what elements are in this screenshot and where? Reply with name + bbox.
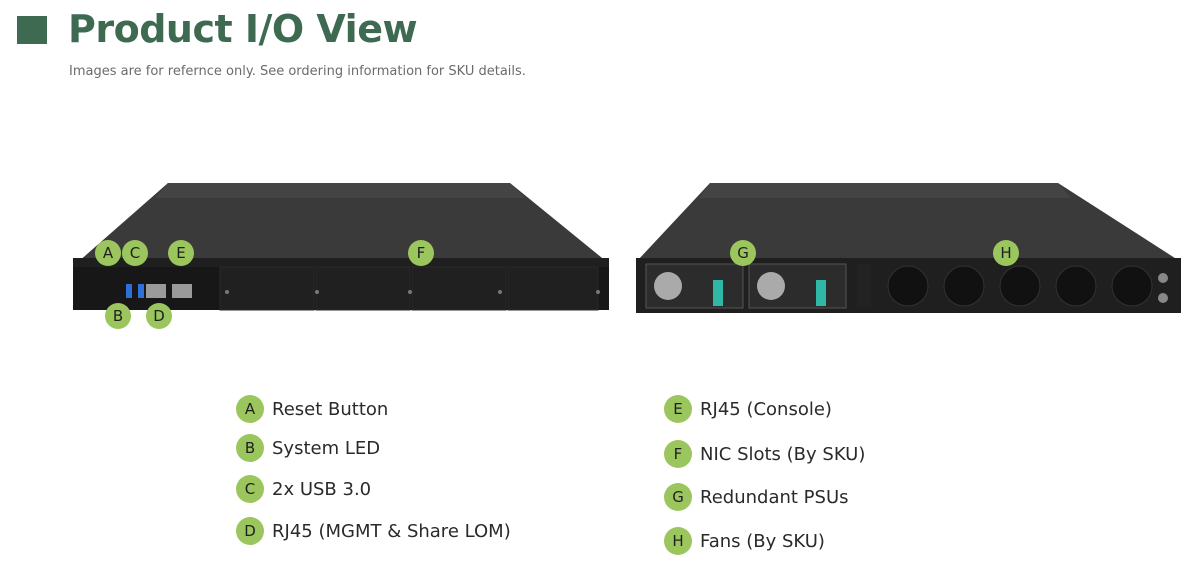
title-marker xyxy=(17,16,47,44)
legend-label: 2x USB 3.0 xyxy=(272,478,372,500)
legend-badge: C xyxy=(236,475,264,503)
legend-badge: E xyxy=(664,395,692,423)
legend-badge: A xyxy=(236,395,264,423)
legend-badge: H xyxy=(664,527,692,555)
legend-label: RJ45 (MGMT & Share LOM) xyxy=(272,520,511,542)
callout-a: A xyxy=(95,240,121,266)
legend-badge: D xyxy=(236,517,264,545)
legend-item-redundant-psus: G Redundant PSUs xyxy=(664,483,849,511)
legend-label: Reset Button xyxy=(272,398,389,420)
legend-item-fans: H Fans (By SKU) xyxy=(664,527,825,555)
legend-item-usb: C 2x USB 3.0 xyxy=(236,475,371,503)
legend-badge: G xyxy=(664,483,692,511)
page-subtitle: Images are for refernce only. See orderi… xyxy=(69,64,526,79)
legend-item-rj45-console: E RJ45 (Console) xyxy=(664,395,832,423)
callout-b: B xyxy=(105,303,131,329)
legend-item-nic-slots: F NIC Slots (By SKU) xyxy=(664,440,865,468)
legend-item-rj45-mgmt: D RJ45 (MGMT & Share LOM) xyxy=(236,517,511,545)
page-title: Product I/O View xyxy=(68,7,418,51)
legend-badge: B xyxy=(236,434,264,462)
legend-label: NIC Slots (By SKU) xyxy=(700,443,866,465)
legend-label: RJ45 (Console) xyxy=(700,398,832,420)
legend-item-system-led: B System LED xyxy=(236,434,380,462)
legend-item-reset-button: A Reset Button xyxy=(236,395,388,423)
callout-e: E xyxy=(168,240,194,266)
legend-label: Fans (By SKU) xyxy=(700,530,825,552)
callout-h: H xyxy=(993,240,1019,266)
legend-label: System LED xyxy=(272,437,381,459)
legend-label: Redundant PSUs xyxy=(700,486,849,508)
callout-c: C xyxy=(122,240,148,266)
callout-f: F xyxy=(408,240,434,266)
callout-g: G xyxy=(730,240,756,266)
legend-badge: F xyxy=(664,440,692,468)
callout-d: D xyxy=(146,303,172,329)
rear-panel-image xyxy=(636,183,1181,313)
front-panel-image xyxy=(73,183,609,311)
